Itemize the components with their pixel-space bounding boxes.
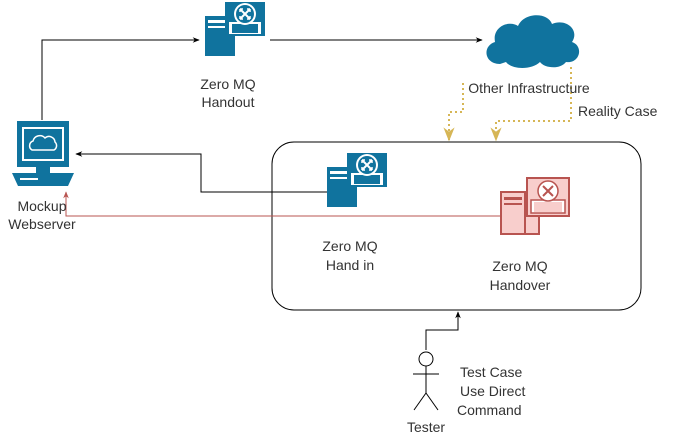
edge-infra-to-container [443,83,464,142]
handover-label-line1: Zero MQ [492,258,547,274]
edge-mockup-to-handout [41,37,200,120]
test-case-line3: Command [457,402,522,418]
server-router-icon [204,1,266,57]
test-case-line1: Test Case [460,364,522,380]
edge-handin-to-mockup [75,151,328,193]
handout-label-line1: Zero MQ [200,76,255,92]
cloud-icon [486,15,580,68]
mockup-label-line2: Webserver [8,216,76,232]
tester-label: Tester [407,419,445,435]
mockup-label-line1: Mockup [17,198,66,214]
edge-tester-to-container [425,311,461,350]
stick-figure-icon [413,351,439,411]
test-case-line2: Use Direct [460,383,525,399]
handover-label-line2: Handover [490,277,551,293]
edge-reality-case [490,67,572,142]
handout-label-line2: Handout [202,94,255,110]
computer-cloud-icon [12,121,74,186]
edge-handover-to-mockup [63,191,500,217]
reality-case-label: Reality Case [578,103,658,119]
other-infrastructure-label: Other Infrastructure [468,80,590,96]
handin-label-line2: Hand in [326,257,374,273]
handin-label-line1: Zero MQ [322,238,377,254]
